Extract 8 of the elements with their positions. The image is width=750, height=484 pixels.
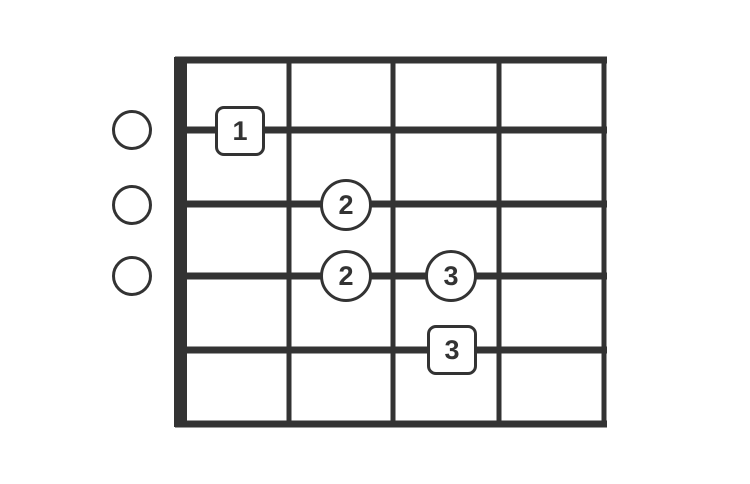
finger-number-marker: 3 xyxy=(425,250,477,302)
finger-number-marker: 3 xyxy=(427,325,477,375)
ring-icon xyxy=(112,256,152,296)
ring-icon xyxy=(112,110,152,150)
ring-icon xyxy=(112,185,152,225)
finger-number-marker: 2 xyxy=(320,250,372,302)
finger-number-marker: 1 xyxy=(215,106,265,156)
finger-number-marker: 2 xyxy=(320,179,372,231)
